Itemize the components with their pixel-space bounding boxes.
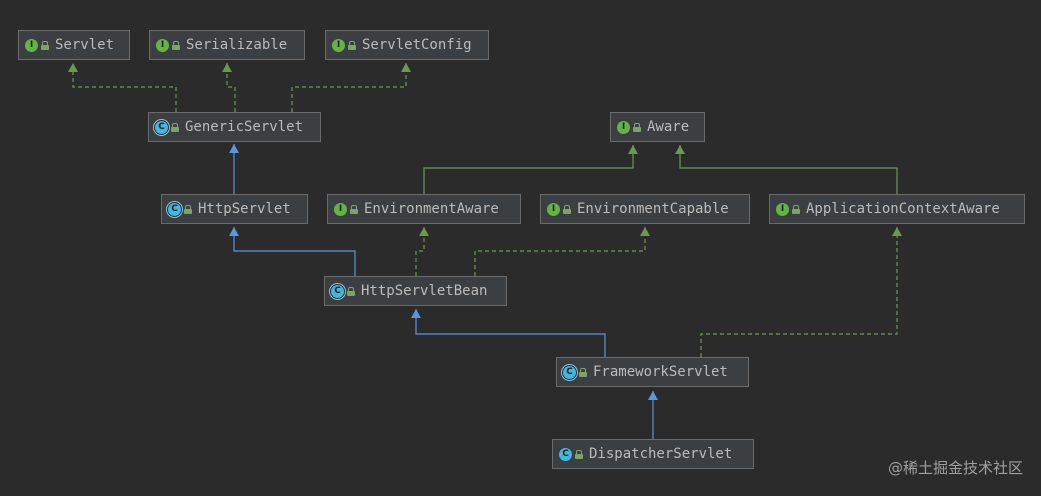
- node-servlet[interactable]: I Servlet: [18, 30, 130, 60]
- interface-icon: I: [334, 202, 347, 216]
- node-environmentaware[interactable]: I EnvironmentAware: [327, 194, 521, 224]
- interface-icon: I: [332, 38, 345, 52]
- lock-icon: [172, 40, 180, 50]
- node-httpservletbean[interactable]: C HttpServletBean: [324, 276, 507, 306]
- node-label: HttpServlet: [198, 201, 291, 217]
- node-aware[interactable]: I Aware: [610, 112, 705, 142]
- node-httpservlet[interactable]: C HttpServlet: [161, 194, 308, 224]
- abstract-class-icon: C: [331, 284, 344, 298]
- edge-genericservlet-serializable: [222, 63, 236, 112]
- edge-environmentaware-aware: [423, 145, 638, 194]
- edge-applicationcontextaware-aware: [675, 145, 898, 194]
- node-dispatcherservlet[interactable]: C DispatcherServlet: [552, 439, 754, 469]
- node-label: ServletConfig: [362, 37, 472, 53]
- interface-icon: I: [156, 38, 169, 52]
- edge-genericservlet-servletconfig: [291, 63, 411, 112]
- node-label: GenericServlet: [185, 119, 304, 135]
- interface-icon: I: [617, 120, 630, 134]
- lock-icon: [347, 286, 355, 296]
- lock-icon: [348, 40, 356, 50]
- node-frameworkservlet[interactable]: C FrameworkServlet: [556, 357, 749, 387]
- node-servletconfig[interactable]: I ServletConfig: [325, 30, 489, 60]
- edge-frameworkservlet-applicationcontextaware: [700, 227, 902, 357]
- lock-icon: [792, 204, 800, 214]
- node-label: Aware: [647, 119, 690, 135]
- node-label: FrameworkServlet: [593, 364, 728, 380]
- lock-icon: [350, 204, 358, 214]
- edge-frameworkservlet-httpservletbean: [411, 309, 606, 357]
- node-applicationcontextaware[interactable]: I ApplicationContextAware: [769, 194, 1025, 224]
- lock-icon: [171, 122, 179, 132]
- node-label: EnvironmentAware: [364, 201, 499, 217]
- node-label: ApplicationContextAware: [806, 201, 1000, 217]
- lock-icon: [184, 204, 192, 214]
- node-label: DispatcherServlet: [589, 446, 733, 462]
- lock-icon: [575, 449, 583, 459]
- lock-icon: [633, 122, 641, 132]
- node-genericservlet[interactable]: C GenericServlet: [148, 112, 321, 142]
- watermark: @稀土掘金技术社区: [887, 459, 1023, 477]
- node-label: Servlet: [55, 37, 115, 53]
- edge-httpservletbean-environmentaware: [415, 227, 429, 276]
- node-environmentcapable[interactable]: I EnvironmentCapable: [540, 194, 750, 224]
- interface-icon: I: [547, 202, 560, 216]
- abstract-class-icon: C: [155, 120, 168, 134]
- lock-icon: [41, 40, 49, 50]
- interface-icon: I: [776, 202, 789, 216]
- edge-genericservlet-servlet: [68, 63, 177, 112]
- lock-icon: [563, 204, 571, 214]
- node-label: EnvironmentCapable: [577, 201, 729, 217]
- lock-icon: [579, 367, 587, 377]
- class-icon: C: [559, 447, 572, 461]
- node-label: Serializable: [186, 37, 288, 53]
- abstract-class-icon: C: [563, 365, 576, 379]
- edge-httpservletbean-httpservlet: [229, 227, 356, 276]
- node-serializable[interactable]: I Serializable: [149, 30, 305, 60]
- node-label: HttpServletBean: [361, 283, 488, 299]
- interface-icon: I: [25, 38, 38, 52]
- abstract-class-icon: C: [168, 202, 181, 216]
- edge-httpservletbean-environmentcapable: [474, 227, 650, 276]
